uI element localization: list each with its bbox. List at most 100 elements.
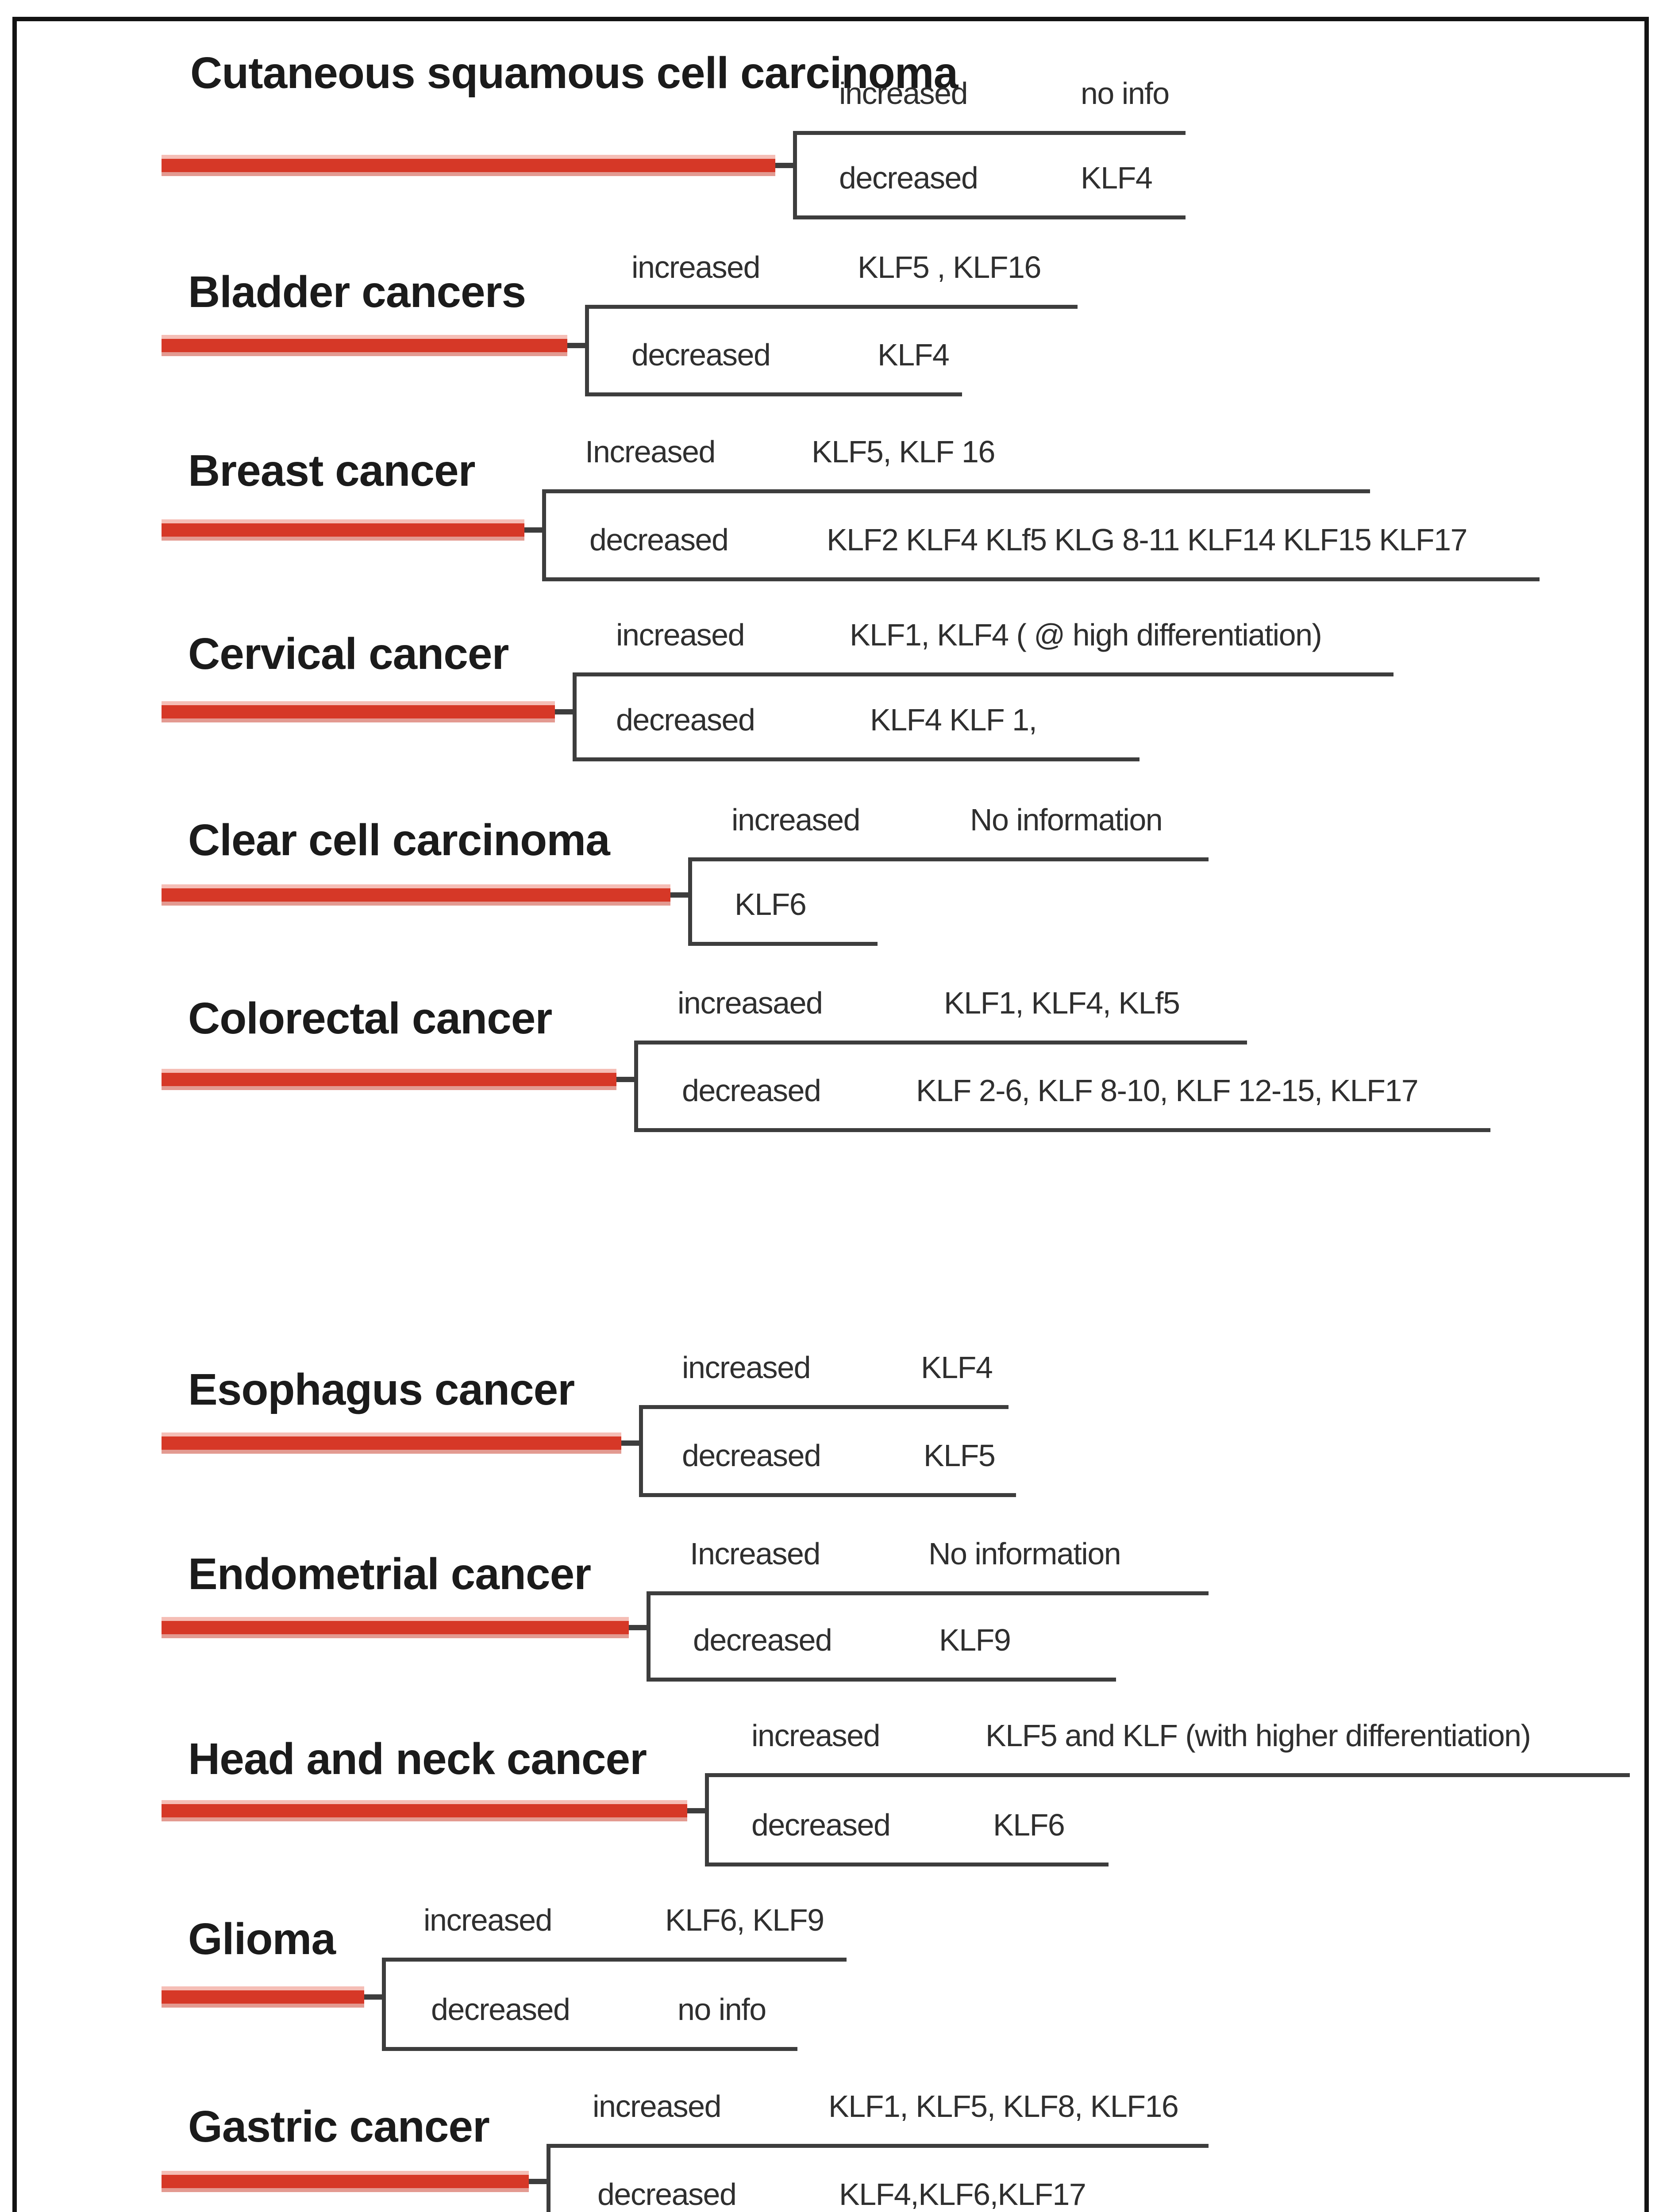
increased-value: No information: [970, 803, 1163, 837]
decreased-label: decreased: [431, 1992, 570, 2027]
decreased-value: KLF6: [735, 887, 807, 922]
increased-label: increased: [839, 76, 968, 111]
bar-connector: [687, 1808, 708, 1813]
section-title: Esophagus cancer: [188, 1365, 575, 1414]
bar-connector: [670, 892, 692, 898]
bracket-vertical-line: [382, 1958, 386, 2051]
bracket-top-line: [639, 1405, 1009, 1409]
bracket-bottom-line: [688, 942, 878, 946]
section-title: Cervical cancer: [188, 629, 509, 679]
decreased-label: decreased: [589, 522, 729, 557]
bracket-top-line: [585, 305, 1078, 309]
bracket-top-line: [705, 1773, 1630, 1777]
bar-connector: [364, 1994, 385, 2000]
bar-connector: [775, 163, 797, 168]
increased-label: increased: [423, 1903, 553, 1937]
bracket-vertical-line: [634, 1041, 638, 1132]
cancer-bar: [162, 155, 775, 176]
increased-label: increased: [731, 803, 861, 837]
cancer-bar: [162, 1432, 621, 1454]
cancer-bar: [162, 2171, 529, 2192]
section-title: Endometrial cancer: [188, 1549, 591, 1599]
decreased-value: KLF4: [1081, 161, 1153, 195]
bar-connector: [616, 1077, 638, 1082]
bracket-bottom-line: [639, 1493, 1016, 1497]
increased-value: KLF1, KLF5, KLF8, KLF16: [828, 2089, 1179, 2124]
increased-label: increased: [616, 618, 745, 652]
decreased-label: decreased: [693, 1623, 832, 1657]
bracket-vertical-line: [639, 1405, 643, 1497]
decreased-value: no info: [678, 1992, 766, 2027]
cancer-bar: [162, 701, 555, 722]
decreased-value: KLF9: [939, 1623, 1011, 1657]
decreased-value: KLF 2-6, KLF 8-10, KLF 12-15, KLF17: [916, 1073, 1419, 1108]
section-title: Breast cancer: [188, 446, 476, 495]
bracket-bottom-line: [705, 1863, 1109, 1866]
decreased-value: KLF4,KLF6,KLF17: [839, 2177, 1086, 2212]
increased-value: KLF5 , KLF16: [858, 250, 1041, 284]
bracket-bottom-line: [634, 1128, 1490, 1132]
increased-label: Increased: [585, 434, 716, 469]
bracket-top-line: [573, 672, 1394, 676]
bracket-vertical-line: [542, 489, 546, 581]
bracket-top-line: [547, 2144, 1209, 2148]
increased-label: increased: [751, 1718, 881, 1753]
bracket-top-line: [793, 131, 1186, 135]
section-title: Head and neck cancer: [188, 1734, 647, 1784]
bracket-top-line: [688, 857, 1209, 861]
decreased-value: KLF6: [993, 1808, 1065, 1842]
section-title: Clear cell carcinoma: [188, 815, 610, 865]
figure-border-frame: [12, 17, 1649, 2212]
bar-connector: [629, 1625, 650, 1630]
decreased-label: decreased: [751, 1808, 891, 1842]
cancer-bar: [162, 1986, 364, 2008]
increased-label: Increased: [690, 1536, 820, 1571]
bracket-top-line: [382, 1958, 847, 1962]
decreased-label: decreased: [682, 1438, 821, 1473]
bar-connector: [524, 527, 546, 533]
cancer-bar: [162, 1800, 687, 1821]
bracket-vertical-line: [573, 672, 577, 761]
bracket-vertical-line: [547, 2144, 550, 2212]
section-title: Colorectal cancer: [188, 994, 552, 1043]
increased-label: increased: [682, 1350, 811, 1385]
decreased-value: KLF4: [878, 338, 950, 372]
bracket-top-line: [634, 1041, 1247, 1045]
bar-connector: [555, 709, 576, 714]
bracket-vertical-line: [647, 1591, 651, 1682]
decreased-label: decreased: [631, 338, 771, 372]
cancer-bar: [162, 1617, 629, 1638]
decreased-label: decreased: [839, 161, 978, 195]
cancer-bar: [162, 884, 670, 906]
bracket-vertical-line: [793, 131, 797, 219]
bracket-bottom-line: [382, 2047, 797, 2051]
increased-label: increased: [631, 250, 761, 284]
decreased-value: KLF4 KLF 1,: [870, 703, 1037, 737]
decreased-label: decreased: [682, 1073, 821, 1108]
increased-value: KLF1, KLF4 ( @ high differentiation): [850, 618, 1322, 652]
decreased-label: decreased: [597, 2177, 737, 2212]
bar-connector: [567, 343, 589, 348]
decreased-value: KLF2 KLF4 KLf5 KLG 8-11 KLF14 KLF15 KLF1…: [827, 522, 1467, 557]
section-title: Cutaneous squamous cell carcinoma: [190, 48, 958, 98]
bar-connector: [621, 1440, 643, 1446]
section-title: Gastric cancer: [188, 2102, 490, 2151]
increased-value: KLF6, KLF9: [665, 1903, 824, 1937]
cancer-bar: [162, 519, 524, 541]
increased-value: KLF5, KLF 16: [812, 434, 995, 469]
bracket-top-line: [542, 489, 1370, 493]
section-title: Glioma: [188, 1914, 336, 1964]
increased-value: KLF5 and KLF (with higher differentiatio…: [985, 1718, 1531, 1753]
bracket-bottom-line: [542, 577, 1540, 581]
decreased-value: KLF5: [924, 1438, 996, 1473]
decreased-label: decreased: [616, 703, 755, 737]
bracket-bottom-line: [647, 1678, 1116, 1682]
cancer-bar: [162, 335, 567, 356]
bracket-vertical-line: [585, 305, 589, 396]
bracket-vertical-line: [705, 1773, 709, 1866]
increased-value: KLF1, KLF4, KLf5: [944, 986, 1180, 1020]
increased-label: increased: [593, 2089, 722, 2124]
bracket-vertical-line: [688, 857, 692, 946]
bar-connector: [529, 2179, 550, 2184]
bracket-bottom-line: [585, 392, 962, 396]
